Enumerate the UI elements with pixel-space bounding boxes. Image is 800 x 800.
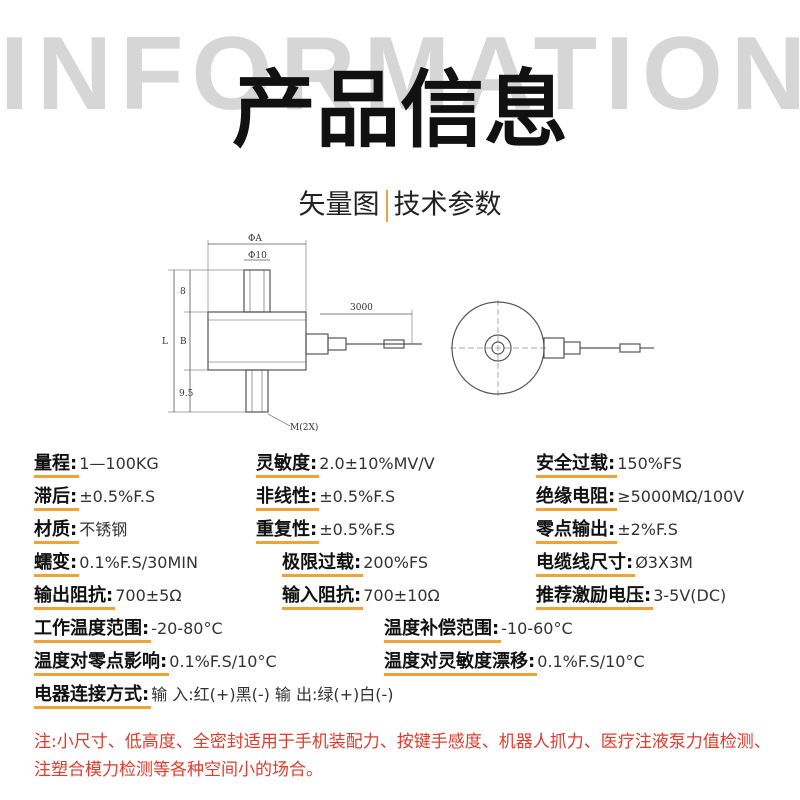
spec-value: -20-80°C [151,619,223,638]
spec-value: ±0.5%F.S [319,520,396,539]
spec-value: 输 入:红(+)黑(-) 输 出:绿(+)白(-) [151,685,394,704]
spec-output-impedance: 输出阻抗:700±5Ω [34,584,182,610]
spec-value: 0.1%F.S/30MIN [79,553,198,572]
label-phi-a: ΦA [248,234,262,244]
spec-value: 200%FS [363,553,429,572]
spec-value: -10-60°C [501,619,573,638]
spec-repeatability: 重复性:±0.5%F.S [256,518,396,544]
spec-key: 零点输出: [536,519,618,544]
bottom-stud [245,369,269,413]
spec-material: 材质:不锈钢 [34,518,128,544]
top-stud [243,269,271,313]
label-dim-8: 8 [180,287,186,297]
label-dim-9-5: 9.5 [179,389,194,399]
center-hole [484,334,512,362]
spec-insulation: 绝缘电阻:≥5000MΩ/100V [536,485,745,511]
sensor-body [207,311,307,371]
subtitle-tech-params: 技术参数 [393,189,502,221]
spec-creep: 蠕变:0.1%F.S/30MIN [34,551,198,577]
spec-value: ±0.5%F.S [79,487,156,506]
label-dim-b: B [180,337,187,347]
spec-value: 不锈钢 [79,520,128,539]
label-phi-10: Φ10 [248,251,267,261]
spec-connection: 电器连接方式:输 入:红(+)黑(-) 输 出:绿(+)白(-) [34,683,394,709]
spec-key: 极限过载: [282,552,364,577]
spec-operating-temp: 工作温度范围:-20-80°C [34,617,223,643]
spec-key: 输入阻抗: [282,585,364,610]
spec-key: 安全过载: [536,453,618,478]
application-note: 注:小尺寸、低高度、全密封适用于手机装配力、按键手感度、机器人抓力、医疗注液泵力… [34,732,771,780]
spec-input-impedance: 输入阻抗:700±10Ω [282,584,440,610]
spec-key: 绝缘电阻: [536,486,618,511]
spec-hysteresis: 滞后:±0.5%F.S [34,485,156,511]
spec-key: 工作温度范围: [34,618,152,643]
spec-sensitivity: 灵敏度:2.0±10%MV/V [256,452,435,478]
spec-ultimate-overload: 极限过载:200%FS [282,551,429,577]
spec-key: 灵敏度: [256,453,320,478]
spec-value: ≥5000MΩ/100V [617,487,745,506]
spec-nonlinearity: 非线性:±0.5%F.S [256,485,396,511]
spec-key: 量程: [34,453,80,478]
spec-key: 温度对零点影响: [34,651,170,676]
spec-value: 700±5Ω [115,586,182,605]
spec-key: 重复性: [256,519,320,544]
spec-key: 非线性: [256,486,320,511]
spec-key: 电器连接方式: [34,684,152,709]
top-view [450,300,654,396]
subtitle: 矢量图技术参数 [0,190,800,222]
spec-key: 滞后: [34,486,80,511]
spec-cable-size: 电缆线尺寸:Ø3X3M [536,551,693,577]
subtitle-vector-drawing: 矢量图 [298,189,380,221]
spec-value: 700±10Ω [363,586,440,605]
spec-value: 0.1%F.S/10°C [537,652,645,671]
spec-key: 温度补偿范围: [384,618,502,643]
spec-value: Ø3X3M [635,553,693,572]
spec-key: 输出阻抗: [34,585,116,610]
spec-value: ±0.5%F.S [319,487,396,506]
cable-gland [305,333,329,355]
spec-zero-output: 零点输出:±2%F.S [536,518,678,544]
spec-value: 150%FS [617,454,683,473]
page-title: 产品信息 [231,61,568,159]
spec-value: 0.1%F.S/10°C [169,652,277,671]
spec-temp-sensitivity: 温度对灵敏度漂移:0.1%F.S/10°C [384,650,645,676]
spec-value: 3-5V(DC) [653,586,727,605]
spec-key: 推荐激励电压: [536,585,654,610]
label-thread: M(2X) [290,422,318,433]
subtitle-divider [385,190,388,222]
vector-drawing: ΦA Φ10 8 B L 9.5 3000 M(2X) [162,234,654,433]
label-cable-length: 3000 [350,303,373,313]
label-dim-l: L [162,337,168,347]
spec-excitation: 推荐激励电压:3-5V(DC) [536,584,727,610]
spec-key: 材质: [34,519,80,544]
spec-key: 蠕变: [34,552,80,577]
spec-value: ±2%F.S [617,520,678,539]
spec-value: 2.0±10%MV/V [319,454,435,473]
spec-range: 量程:1—100KG [34,452,159,478]
spec-key: 电缆线尺寸: [536,552,636,577]
spec-value: 1—100KG [79,454,159,473]
spec-key: 温度对灵敏度漂移: [384,651,538,676]
side-view [168,240,422,427]
spec-safe-overload: 安全过载:150%FS [536,452,683,478]
spec-compensated-temp: 温度补偿范围:-10-60°C [384,617,573,643]
watermark-text: INFORMATION [0,16,800,132]
spec-temp-zero: 温度对零点影响:0.1%F.S/10°C [34,650,277,676]
